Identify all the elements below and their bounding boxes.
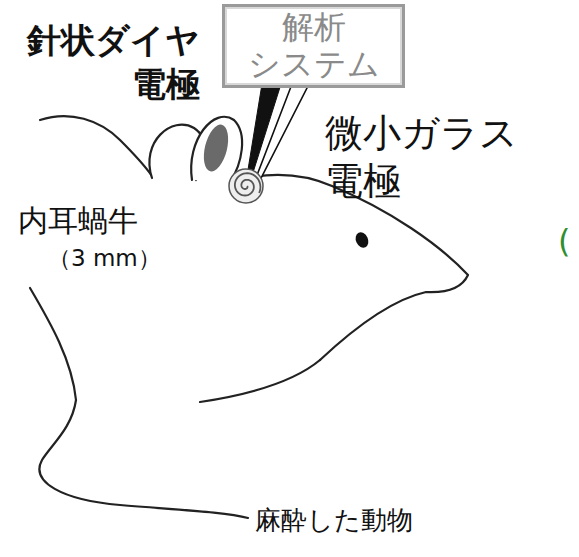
glass-microelectrode: [254, 84, 309, 184]
dimension-label: （3 mm）: [48, 245, 178, 273]
ear-inner: [200, 122, 233, 174]
box-label: 解析 システム: [225, 9, 402, 83]
eye: [353, 230, 371, 250]
body-line: [30, 288, 76, 400]
front-ear: [191, 117, 242, 182]
process-box: 解析 システム: [222, 4, 405, 88]
head-contour: [40, 116, 152, 176]
electrode-label: 微小ガラス 電極: [325, 110, 565, 205]
tail: [39, 400, 248, 518]
neck-line: [200, 360, 320, 402]
caption-note: 麻酔した動物: [255, 505, 495, 536]
bracket-mark: (: [558, 222, 574, 260]
part-label: 内耳蝸牛: [18, 203, 168, 239]
electrode-label: 針状ダイヤ 電極: [2, 18, 200, 106]
cochlea-spiral: [235, 173, 261, 195]
head-outline: [230, 175, 468, 360]
cochlea: [229, 169, 263, 203]
